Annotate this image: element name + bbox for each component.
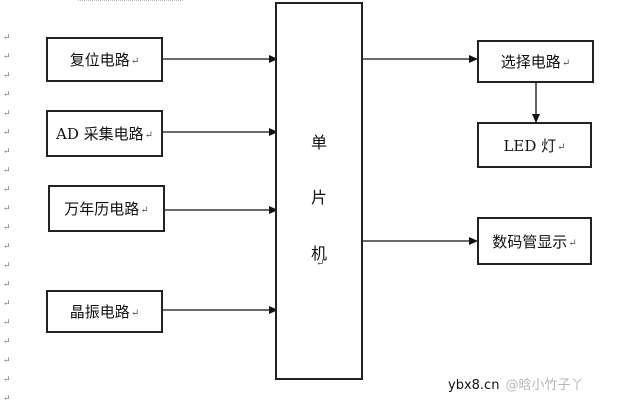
page-top-dotted-line	[78, 0, 183, 1]
paragraph-mark: ↵	[130, 308, 140, 319]
mcu-char-1: 单	[310, 133, 327, 152]
paragraph-mark: ↵	[3, 242, 11, 252]
paragraph-mark: ↵	[3, 394, 11, 404]
paragraph-mark: ↵	[3, 280, 11, 290]
block-select-circuit: 选择电路↵	[477, 40, 594, 83]
block-crystal-oscillator-circuit: 晶振电路↵	[46, 290, 163, 333]
paragraph-mark: ↵	[3, 318, 11, 328]
paragraph-mark: ↵	[568, 237, 577, 249]
block-mcu: 单 片 机 ↵	[275, 2, 363, 380]
paragraph-mark: ↵	[3, 71, 11, 81]
paragraph-mark: ↵	[561, 58, 571, 69]
paragraph-mark: ↵	[3, 299, 11, 309]
block-ad-acquisition-circuit: AD 采集电路↵	[46, 110, 163, 157]
paragraph-mark: ↵	[3, 185, 11, 195]
paragraph-marks-column: ↵ ↵ ↵ ↵ ↵ ↵ ↵ ↵ ↵ ↵ ↵ ↵ ↵ ↵ ↵ ↵ ↵ ↵ ↵ ↵	[3, 32, 15, 405]
block-seven-segment-display: 数码管显示↵	[477, 217, 592, 265]
watermark-site: ybx8.cn	[448, 378, 500, 393]
paragraph-mark: ↵	[3, 90, 11, 100]
block-led-lamp: LED 灯↵	[477, 122, 592, 168]
mcu-char-3: 机	[310, 244, 327, 263]
block-select-label: 选择电路	[500, 53, 561, 71]
block-crystal-label: 晶振电路	[69, 303, 130, 321]
mcu-char-2: 片	[310, 188, 327, 207]
paragraph-mark: ↵	[140, 205, 149, 216]
block-reset-label: 复位电路	[69, 51, 130, 69]
paragraph-mark: ↵	[3, 356, 11, 366]
block-calendar-label: 万年历电路	[64, 200, 140, 218]
block-adc-label: AD 采集电路	[55, 125, 144, 143]
paragraph-mark: ↵	[3, 109, 11, 119]
paragraph-mark: ↵	[3, 52, 11, 62]
paragraph-mark: ↵	[3, 337, 11, 347]
paragraph-mark: ↵	[3, 147, 11, 157]
block-led-label: LED 灯	[503, 136, 557, 155]
paragraph-mark: ↵	[3, 261, 11, 271]
watermark-author: @晗小竹子丫	[505, 378, 584, 393]
watermark: ybx8.cn @晗小竹子丫	[448, 374, 583, 393]
paragraph-mark: ↵	[144, 130, 154, 141]
paragraph-mark: ↵	[3, 128, 11, 138]
paragraph-mark: ↵	[3, 166, 11, 176]
paragraph-mark: ↵	[3, 33, 11, 43]
paragraph-mark: ↵	[3, 375, 11, 385]
block-display-label: 数码管显示	[492, 232, 568, 251]
block-calendar-circuit: 万年历电路↵	[48, 185, 165, 232]
paragraph-mark: ↵	[130, 56, 140, 67]
paragraph-mark: ↵	[557, 141, 566, 153]
block-reset-circuit: 复位电路↵	[46, 37, 163, 82]
paragraph-mark: ↵	[316, 258, 325, 269]
paragraph-mark: ↵	[3, 223, 11, 233]
paragraph-mark: ↵	[3, 204, 11, 214]
